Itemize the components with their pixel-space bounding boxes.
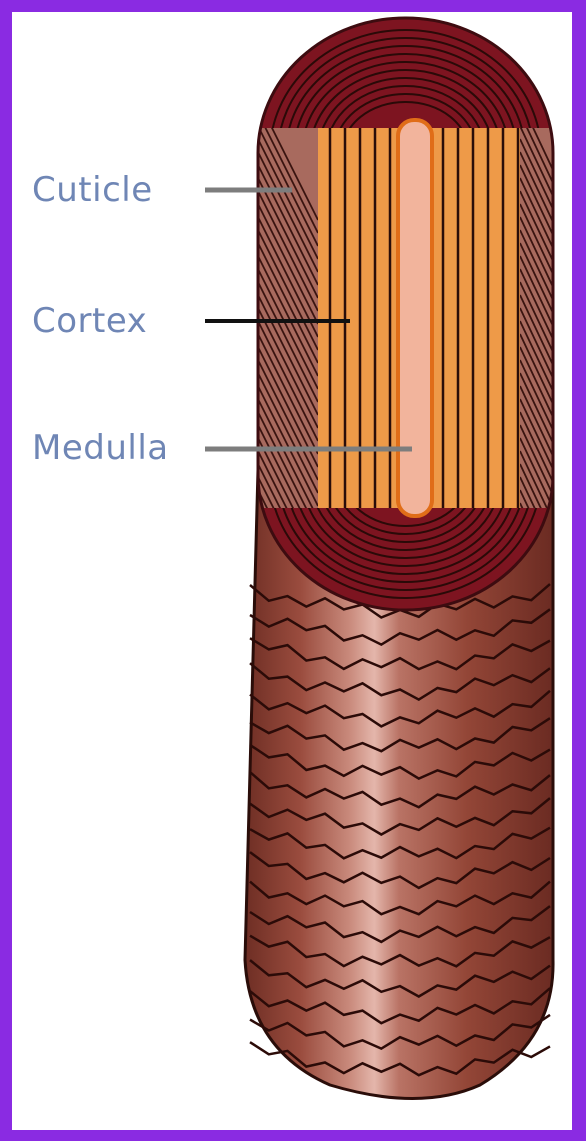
- medulla-label: Medulla: [32, 428, 169, 468]
- medulla: [398, 120, 432, 516]
- cuticle-label: Cuticle: [32, 170, 153, 210]
- cortex-label: Cortex: [32, 301, 147, 341]
